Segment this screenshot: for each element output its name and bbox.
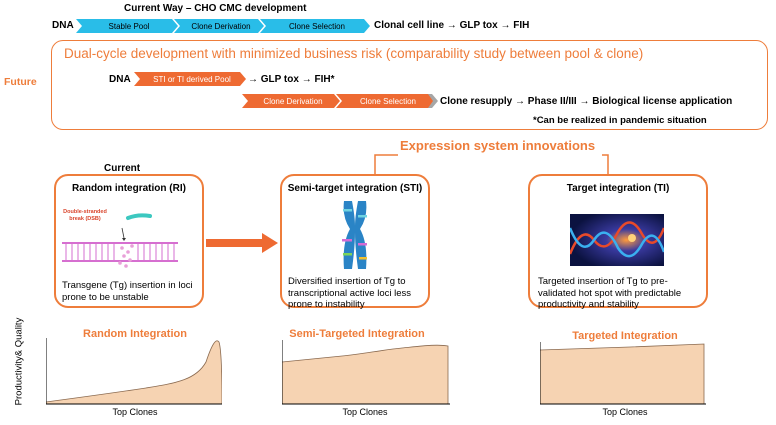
- panel-description: Diversified insertion of Tg to transcrip…: [288, 276, 412, 310]
- panel-description: Transgene (Tg) insertion in loci prone t…: [62, 280, 193, 303]
- future-footnote: *Can be realized in pandemic situation: [533, 115, 707, 126]
- chevron-clone-selection: Clone Selection: [260, 19, 370, 33]
- panel-title: Random integration (RI): [72, 183, 186, 194]
- current-way-title: Current Way – CHO CMC development: [124, 3, 307, 14]
- future-clone-tail: Clone resupply → Phase II/III → Biologic…: [440, 96, 733, 107]
- chevron-label: Clone Selection: [359, 96, 417, 106]
- dsb-label: Double-stranded break (DSB): [63, 209, 107, 222]
- x-axis-label-targeted: Top Clones: [602, 407, 648, 417]
- current-dna-label: DNA: [52, 20, 74, 31]
- chevron-label: STI or TI derived Pool: [153, 74, 231, 84]
- x-axis-label-semi: Top Clones: [342, 407, 388, 417]
- current-label: Current: [104, 163, 141, 174]
- dsb-illustration: [60, 208, 180, 270]
- chevron-label: Clone Derivation: [263, 96, 323, 106]
- panel-random-integration: Random integration (RI) Double-stranded …: [54, 174, 204, 308]
- innovations-title: Expression system innovations: [400, 138, 596, 153]
- curve-title-targeted: Targeted Integration: [572, 330, 678, 342]
- chevron-future-clone-selection: Clone Selection: [336, 94, 436, 108]
- panel-title: Semi-target integration (STI): [287, 183, 423, 194]
- chevron-future-clone-derivation: Clone Derivation: [242, 94, 340, 108]
- panel-target-integration: Target integration (TI) Targeted inserti…: [528, 174, 708, 310]
- y-axis-label: Productivity& Quality: [13, 317, 25, 406]
- chevron-gray-tip: [428, 94, 438, 108]
- chevron-label: Stable Pool: [108, 21, 150, 31]
- targeted-integration-curve: [540, 342, 706, 405]
- chevron-label: Clone Derivation: [191, 21, 251, 31]
- chevron-stable-pool: Stable Pool: [76, 19, 178, 33]
- curve-title-random: Random Integration: [83, 328, 187, 340]
- right-arrow-icon: [206, 233, 278, 253]
- panel-description: Targeted insertion of Tg to pre-validate…: [538, 276, 682, 310]
- current-way-tail: Clonal cell line → GLP tox → FIH: [374, 20, 530, 31]
- future-label: Future: [4, 76, 37, 88]
- chromosome-icon: [342, 201, 367, 269]
- chevron-clone-derivation: Clone Derivation: [174, 19, 264, 33]
- chevron-sti-ti-pool: STI or TI derived Pool: [134, 72, 246, 86]
- panel-title: Target integration (TI): [566, 183, 670, 194]
- innovations-bracket: [374, 154, 609, 176]
- curve-title-semi: Semi-Targeted Integration: [289, 328, 425, 340]
- semi-targeted-integration-curve: [282, 340, 450, 405]
- random-integration-curve: [46, 338, 222, 405]
- future-title: Dual-cycle development with minimized bu…: [64, 46, 644, 61]
- future-dna-label: DNA: [109, 74, 131, 85]
- future-pool-tail: → GLP tox → FIH*: [248, 74, 335, 85]
- x-axis-label-random: Top Clones: [112, 407, 158, 417]
- chevron-label: Clone Selection: [288, 21, 346, 31]
- dna-helix-image: [570, 214, 664, 266]
- panel-semi-target-integration: Semi-target integration (STI) Diversifie…: [280, 174, 430, 310]
